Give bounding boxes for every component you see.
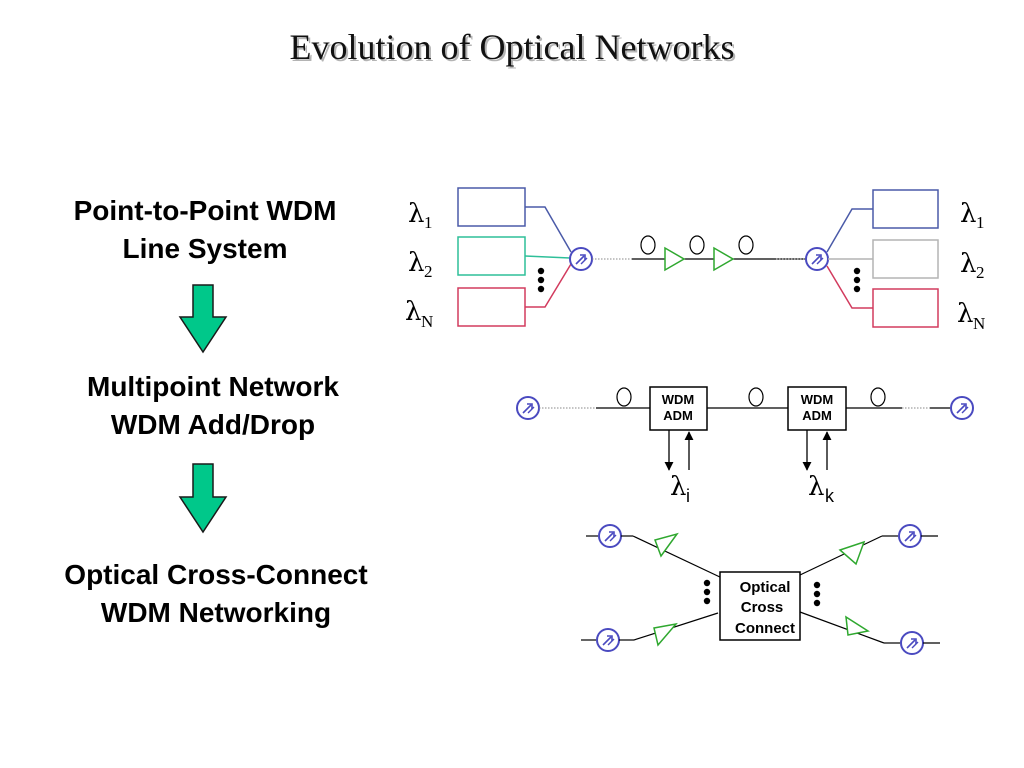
amplifier-icon — [664, 246, 686, 272]
adm-label-line2: ADM — [802, 408, 832, 423]
multiplexer-icon — [596, 628, 620, 652]
multiplexer-icon — [598, 524, 622, 548]
receiver-box-1 — [872, 189, 939, 229]
fiber-spool-icon — [640, 235, 656, 255]
stage-multipoint-line2: WDM Add/Drop — [110, 409, 316, 440]
demultiplexer-icon — [805, 247, 829, 271]
lambda-symbol: λ — [960, 199, 976, 229]
stage-point-to-point-line2: Line System — [122, 233, 288, 264]
lambda-symbol: λ — [808, 472, 824, 502]
fiber-spool-icon — [616, 387, 632, 407]
lambda-subscript: 1 — [424, 213, 433, 232]
cross-connect-line2: Cross — [741, 599, 784, 616]
lambda-subscript: 1 — [976, 213, 985, 232]
stage-cross-connect-line1: Optical Cross-Connect — [64, 559, 368, 590]
stage-point-to-point-label: Point-to-Point WDM Line System — [20, 192, 390, 268]
fiber-spool-icon — [870, 387, 886, 407]
evolution-arrow-2 — [178, 463, 228, 534]
page-title: Evolution of Optical Networks — [289, 27, 735, 67]
amplifier-icon — [845, 615, 870, 636]
stage-cross-connect-label: Optical Cross-Connect WDM Networking — [16, 556, 416, 632]
evolution-arrow-1 — [178, 284, 228, 354]
stage-cross-connect-line2: WDM Networking — [100, 597, 332, 628]
lambda-symbol: λ — [960, 249, 976, 279]
transmitter-box-1 — [457, 187, 526, 227]
point-to-point-system: λ 1 λ 2 λ N λ — [405, 187, 985, 333]
multiplexer-icon — [569, 247, 593, 271]
lambda-subscript: k — [825, 486, 835, 506]
lambda-subscript: N — [421, 312, 433, 331]
receiver-box-n — [872, 288, 939, 328]
stage-multipoint-label: Multipoint Network WDM Add/Drop — [28, 368, 398, 444]
fiber-spool-icon — [738, 235, 754, 255]
transmitter-box-n — [457, 287, 526, 327]
cross-connect-line1: Optical — [740, 579, 791, 596]
demultiplexer-icon — [900, 631, 924, 655]
demultiplexer-icon — [898, 524, 922, 548]
amplifier-icon — [654, 532, 679, 558]
lambda-subscript: 2 — [976, 263, 985, 282]
lambda-symbol: λ — [408, 248, 424, 278]
optical-cross-connect-box — [719, 571, 801, 641]
lambda-subscript: i — [686, 486, 690, 506]
wdm-adm-box-1 — [649, 386, 708, 431]
fiber-spool-icon — [689, 235, 705, 255]
stage-multipoint-line1: Multipoint Network — [87, 371, 339, 402]
adm-label-line1: WDM — [801, 392, 834, 407]
lambda-symbol: λ — [405, 297, 421, 327]
cross-connect-system: Optical Cross Connect — [581, 524, 940, 655]
adm-label-line1: WDM — [662, 392, 695, 407]
add-drop-system: WDM ADM WDM ADM λ i λ k — [516, 386, 974, 506]
fiber-spool-icon — [748, 387, 764, 407]
lambda-symbol: λ — [957, 299, 973, 329]
lambda-symbol: λ — [408, 199, 424, 229]
demultiplexer-icon — [950, 396, 974, 420]
amplifier-icon — [838, 540, 866, 566]
multiplexer-icon — [516, 396, 540, 420]
lambda-symbol: λ — [670, 472, 686, 502]
transmitter-box-2 — [457, 236, 526, 276]
adm-label-line2: ADM — [663, 408, 693, 423]
amplifier-icon — [713, 246, 735, 272]
lambda-subscript: N — [973, 314, 985, 333]
stage-point-to-point-line1: Point-to-Point WDM — [73, 195, 337, 226]
cross-connect-line3: Connect — [735, 620, 795, 637]
receiver-box-2 — [872, 239, 939, 279]
amplifier-icon — [653, 622, 678, 647]
lambda-subscript: 2 — [424, 262, 433, 281]
